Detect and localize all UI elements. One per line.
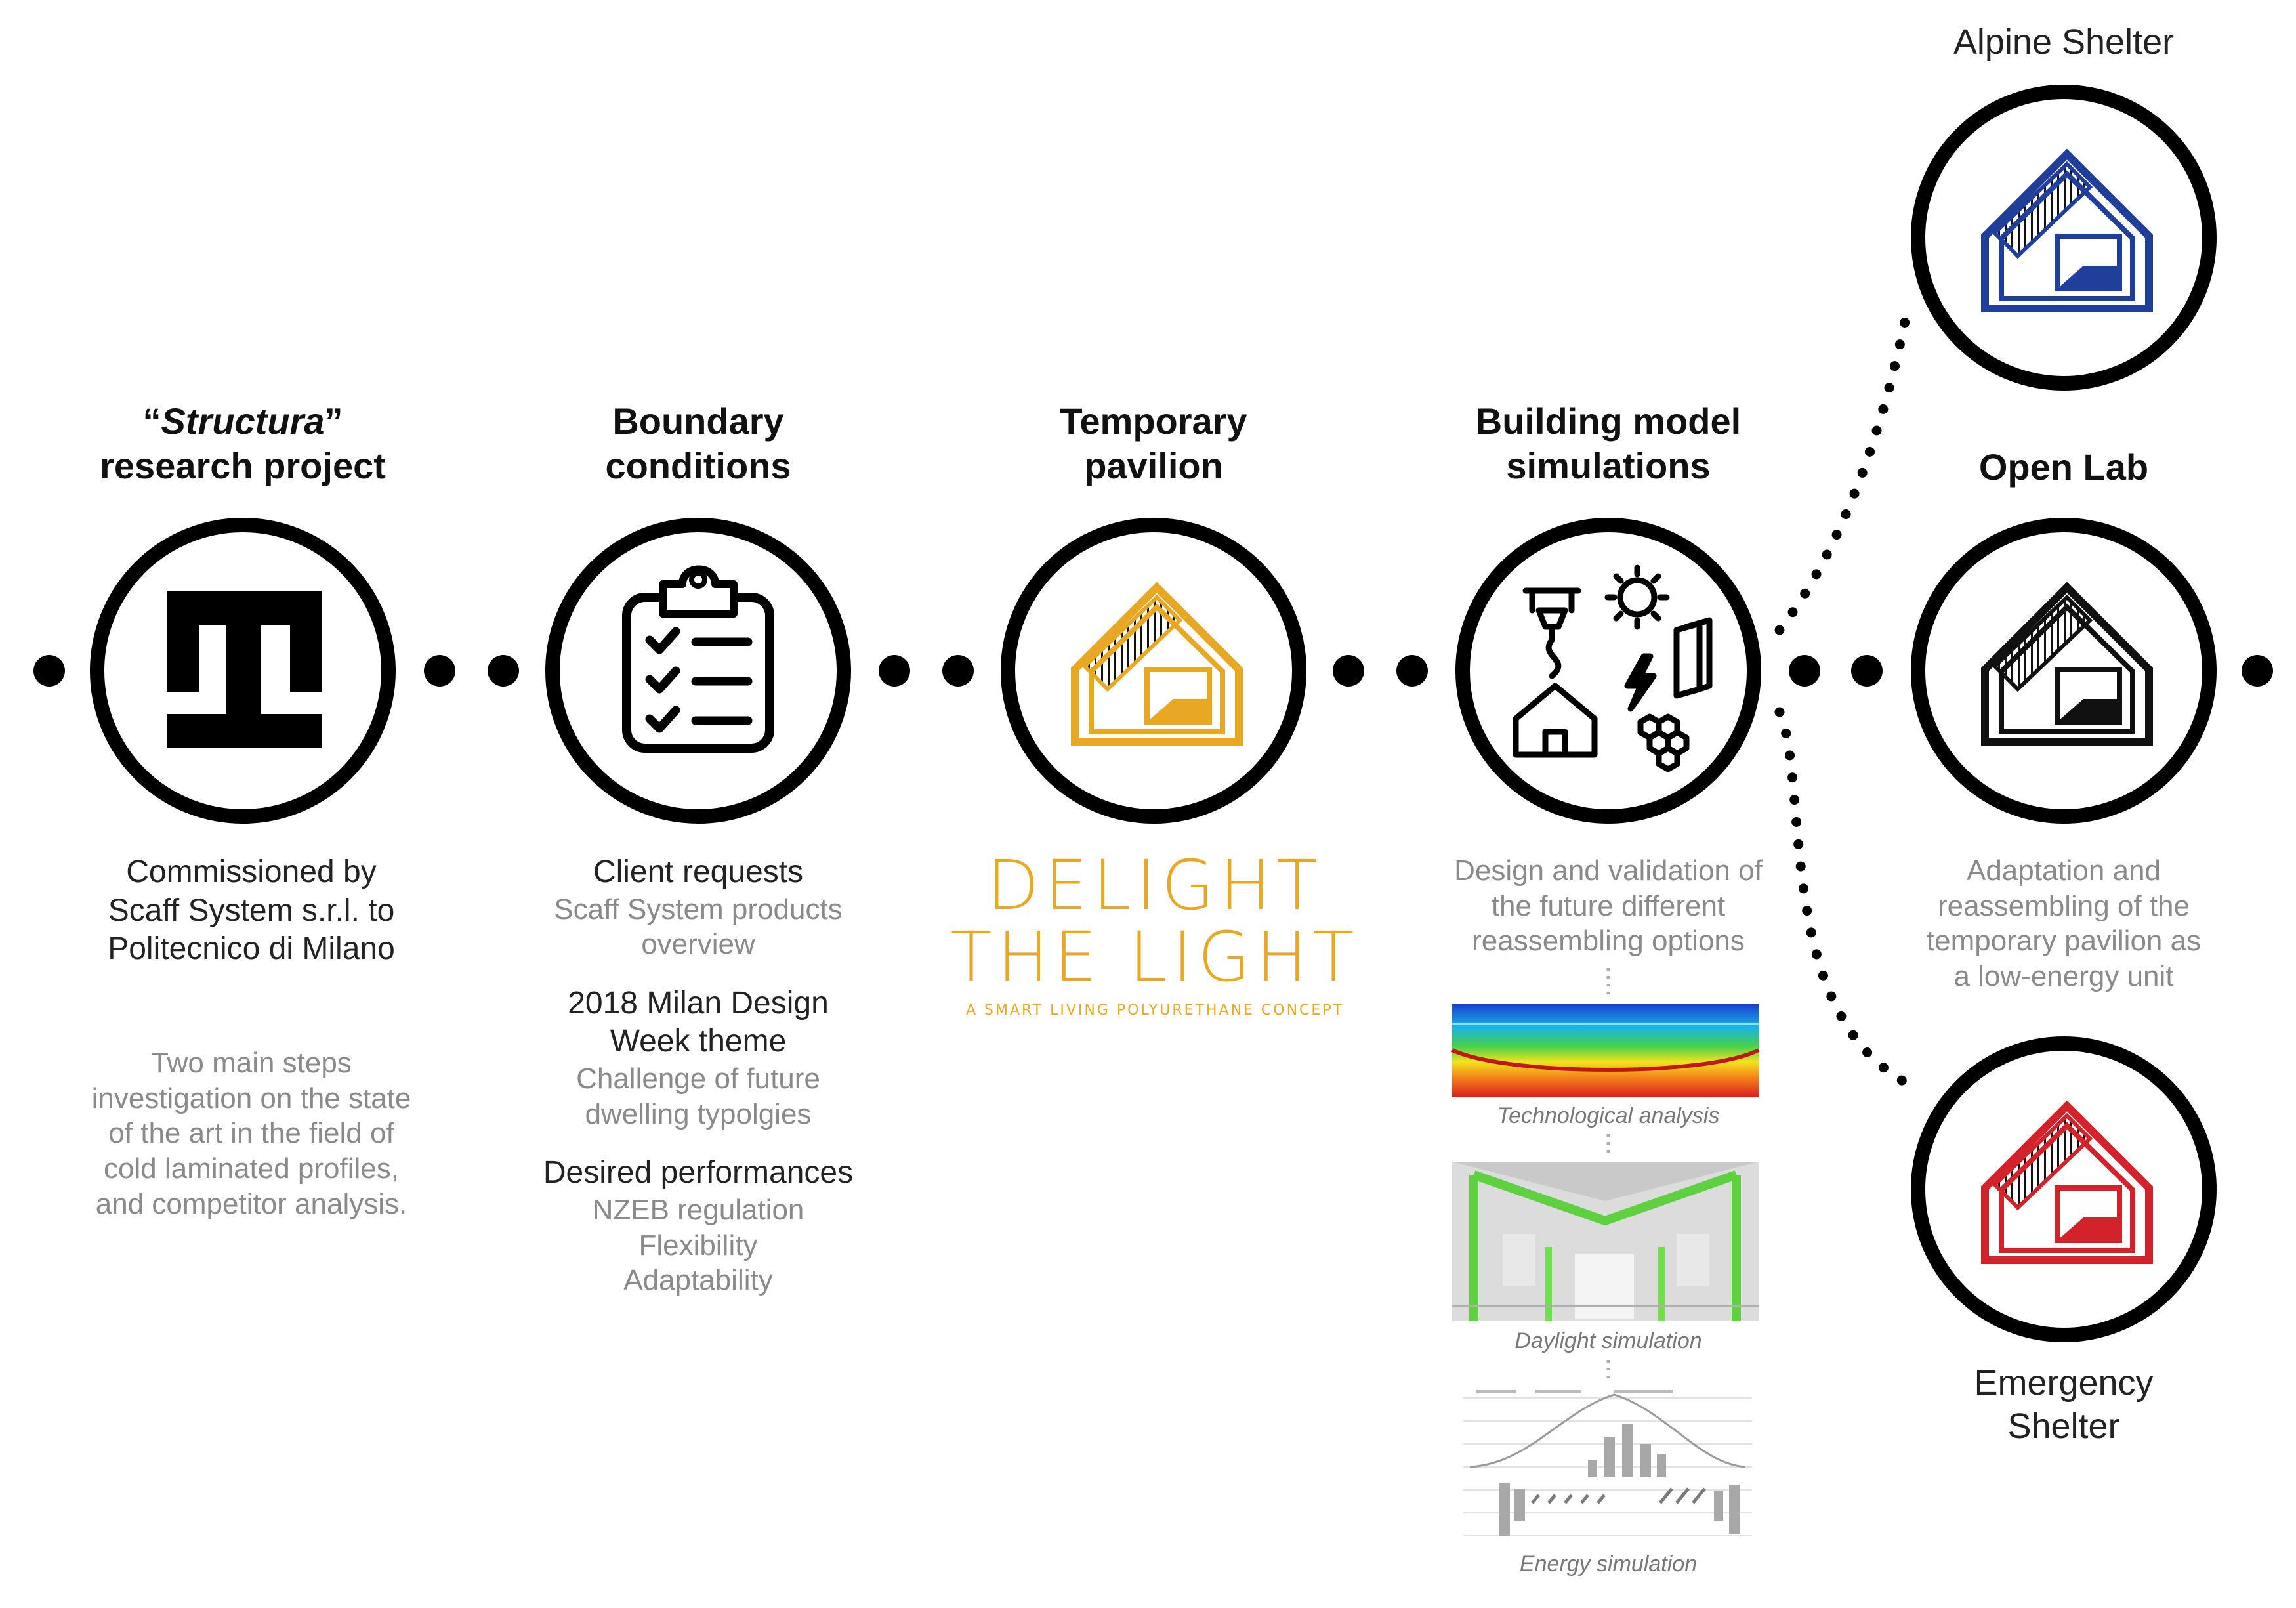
logo-line: DELIGHT [986, 845, 1324, 925]
daylight-simulation-image [1452, 1162, 1759, 1321]
structura-logo-icon [167, 591, 322, 748]
timeline-dot [1851, 655, 1883, 687]
desired-performances-group: Desired performances NZEB regulation Fle… [514, 1154, 882, 1298]
stage-title-structura: “Structura” research project [59, 399, 427, 489]
timeline-dot [424, 655, 455, 687]
title-line: Temporary [1060, 400, 1247, 442]
title-line: pavilion [1084, 445, 1223, 487]
branch-to-emergency-shelter [1774, 707, 1925, 1095]
caption-daylight-simulation: Daylight simulation [1514, 1328, 1702, 1353]
outcome-title-alpine-shelter: Alpine Shelter [1953, 22, 2175, 62]
simulation-tools-icon [1513, 564, 1713, 772]
description-line: investigation on the state [91, 1082, 411, 1114]
boundary-details: Client requests Scaff System products ov… [514, 853, 882, 1321]
group-item: Challenge of future [576, 1062, 820, 1095]
timeline-dot [879, 655, 910, 687]
lead-line: Politecnico di Milano [108, 931, 395, 967]
stage-title-boundary: Boundary conditions [514, 399, 882, 489]
group-item: dwelling typolgies [585, 1097, 812, 1130]
description-line: reassembling options [1472, 925, 1745, 958]
description-line: the future different [1491, 889, 1726, 922]
group-item: Flexibility [638, 1229, 758, 1261]
group-item: Scaff System products [554, 893, 843, 925]
description-line: reassembling of the [1938, 889, 2190, 922]
title-line: conditions [605, 445, 791, 487]
description-line: a low-energy unit [1953, 960, 2174, 993]
logo-line: THE LIGHT [950, 917, 1360, 998]
timeline-dot [2242, 655, 2273, 687]
title-line: Shelter [2007, 1406, 2120, 1446]
description-line: Adaptation and [1966, 855, 2161, 887]
group-heading: Week theme [610, 1024, 787, 1059]
caption-technological-analysis: Technological analysis [1497, 1103, 1720, 1128]
title-line: Boundary [612, 400, 784, 442]
logo-tagline: A SMART LIVING POLYURETHANE CONCEPT [965, 1002, 1345, 1019]
group-item: NZEB regulation [592, 1193, 804, 1226]
lead-line: Commissioned by [126, 855, 377, 889]
description-line: and competitor analysis. [95, 1187, 407, 1220]
description-line: cold laminated profiles, [103, 1153, 399, 1185]
title-line: Building model [1475, 400, 1742, 442]
description-line: Design and validation of [1454, 855, 1763, 887]
stage-title-pavilion: Temporary pavilion [970, 399, 1337, 489]
description-line: temporary pavilion as [1926, 925, 2202, 958]
title-line: Emergency [1974, 1363, 2154, 1403]
outcome-title-open-lab: Open Lab [1978, 446, 2149, 488]
stage-title-simulations: Building model simulations [1411, 399, 1805, 489]
group-item: Adaptability [623, 1264, 773, 1297]
structura-lead: Commissioned by Scaff System s.r.l. to P… [68, 853, 435, 969]
timeline-dot [942, 655, 974, 687]
timeline-dot [488, 655, 519, 687]
description-line: Two main steps [151, 1047, 352, 1079]
quote-mark: “ [142, 400, 161, 442]
group-item: overview [641, 928, 755, 961]
stage-circle-boundary [545, 518, 851, 824]
structura-description: Two main steps investigation on the stat… [68, 1046, 435, 1221]
milan-design-week-group: 2018 Milan Design Week theme Challenge o… [514, 984, 882, 1132]
timeline-dot [33, 655, 65, 687]
client-requests-group: Client requests Scaff System products ov… [514, 853, 882, 962]
energy-simulation-chart [1453, 1385, 1759, 1539]
simulations-description: Design and validation of the future diff… [1411, 853, 1805, 959]
timeline-dot [1789, 655, 1820, 687]
timeline-dot [1396, 655, 1428, 687]
technological-analysis-image [1451, 1004, 1760, 1097]
timeline-connector [33, 655, 2273, 687]
open-lab-description: Adaptation and reassembling of the tempo… [1880, 853, 2247, 994]
title-line: research project [100, 445, 386, 487]
lead-line: Scaff System s.r.l. to [108, 893, 395, 928]
title-line: simulations [1506, 445, 1711, 487]
group-heading: Desired performances [543, 1155, 854, 1191]
stage-circle-simulations [1455, 518, 1761, 824]
clipboard-checklist-icon [622, 565, 774, 753]
project-name: Structura [161, 400, 325, 442]
outcome-title-emergency-shelter: Emergency Shelter [1880, 1362, 2247, 1449]
caption-energy-simulation: Energy simulation [1519, 1552, 1698, 1576]
quote-mark: ” [324, 400, 343, 442]
group-heading: Client requests [593, 855, 804, 889]
delight-the-light-logo: DELIGHT THE LIGHT A SMART LIVING POLYURE… [950, 845, 1360, 1019]
timeline-dot [1333, 655, 1364, 687]
description-line: of the art in the field of [108, 1117, 394, 1150]
group-heading: 2018 Milan Design [568, 985, 829, 1021]
